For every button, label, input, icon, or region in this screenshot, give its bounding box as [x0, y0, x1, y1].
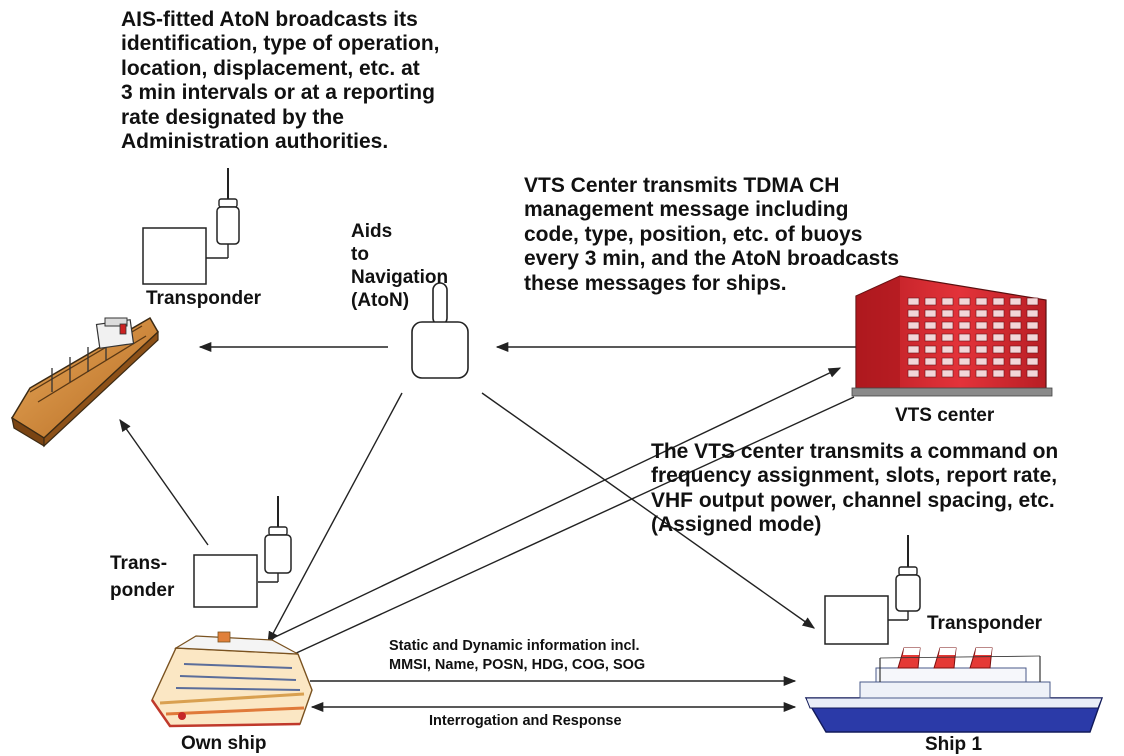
vts-window [907, 369, 920, 378]
vts-window [1009, 345, 1022, 354]
vts-command-text: The VTS center transmits a command on fr… [651, 440, 1059, 537]
vts-window [941, 333, 954, 342]
vts-window [975, 333, 988, 342]
vts-window [907, 345, 920, 354]
own-ship-label: Own ship [181, 733, 267, 754]
vts-window [958, 345, 971, 354]
vts-window [1009, 333, 1022, 342]
vts-window [975, 369, 988, 378]
vts-window [924, 357, 937, 366]
vts-window [1009, 357, 1022, 366]
arrow-ownship-to-tanker [119, 418, 209, 546]
arrow-vts-to-ownship [266, 396, 855, 667]
vts-window [941, 369, 954, 378]
transponder-top-unit [142, 168, 240, 285]
vts-window [924, 297, 937, 306]
vts-window [941, 297, 954, 306]
transponder-right-label: Transponder [927, 613, 1043, 634]
vts-window [975, 357, 988, 366]
vts-window [907, 297, 920, 306]
vts-window [924, 345, 937, 354]
vts-window [958, 309, 971, 318]
vts-center-label: VTS center [895, 405, 995, 426]
vts-window [1009, 309, 1022, 318]
ship1-icon [804, 647, 1103, 733]
transponder-left-unit [193, 496, 292, 608]
vts-window [1026, 357, 1039, 366]
arrow-aton-to-ownship [267, 392, 403, 645]
signal-arrows [119, 341, 857, 713]
vts-window [1009, 369, 1022, 378]
vts-window [1009, 297, 1022, 306]
arrow-ownship-to-vts [251, 367, 842, 649]
vts-window [924, 333, 937, 342]
vts-window [975, 309, 988, 318]
vts-window [992, 345, 1005, 354]
vts-window [1009, 321, 1022, 330]
vts-window [958, 369, 971, 378]
vts-window [975, 297, 988, 306]
vts-window [992, 333, 1005, 342]
vts-window [958, 321, 971, 330]
vts-window [924, 309, 937, 318]
vts-building-icon [851, 275, 1053, 397]
vts-window [958, 333, 971, 342]
arrow-aton-to-ship1 [481, 392, 816, 629]
vts-window [941, 309, 954, 318]
vts-window [992, 369, 1005, 378]
vts-window [992, 297, 1005, 306]
vts-window [1026, 309, 1039, 318]
tanker-ship-icon [10, 316, 159, 448]
own-ship-icon [150, 631, 313, 728]
vts-window [907, 333, 920, 342]
vts-window [907, 309, 920, 318]
vts-window [941, 345, 954, 354]
vts-window [958, 297, 971, 306]
vts-window [992, 321, 1005, 330]
vts-window [907, 321, 920, 330]
interrogation-text: Interrogation and Response [429, 713, 622, 729]
vts-window [1026, 297, 1039, 306]
static-dynamic-text: Static and Dynamic information incl. MMS… [389, 638, 646, 673]
vts-window [907, 357, 920, 366]
vts-window [924, 369, 937, 378]
vts-window [924, 321, 937, 330]
vts-window [992, 357, 1005, 366]
vts-window [975, 345, 988, 354]
transponder-right-unit [824, 535, 921, 645]
transponder-left-label: Trans- ponder [110, 553, 175, 601]
vts-window [992, 309, 1005, 318]
vts-window [975, 321, 988, 330]
vts-window [1026, 333, 1039, 342]
ship1-label: Ship 1 [925, 734, 983, 755]
vts-window [941, 357, 954, 366]
vts-window [1026, 369, 1039, 378]
vts-management-text: VTS Center transmits TDMA CH management … [524, 174, 899, 295]
transponder-top-label: Transponder [146, 288, 262, 309]
vts-window [1026, 345, 1039, 354]
aton-buoy-icon [411, 282, 469, 379]
aton-description-text: AIS-fitted AtoN broadcasts its identific… [121, 8, 440, 154]
vts-window [941, 321, 954, 330]
aton-label: Aids to Navigation (AtoN) [351, 221, 449, 311]
vts-window [1026, 321, 1039, 330]
vts-window [958, 357, 971, 366]
